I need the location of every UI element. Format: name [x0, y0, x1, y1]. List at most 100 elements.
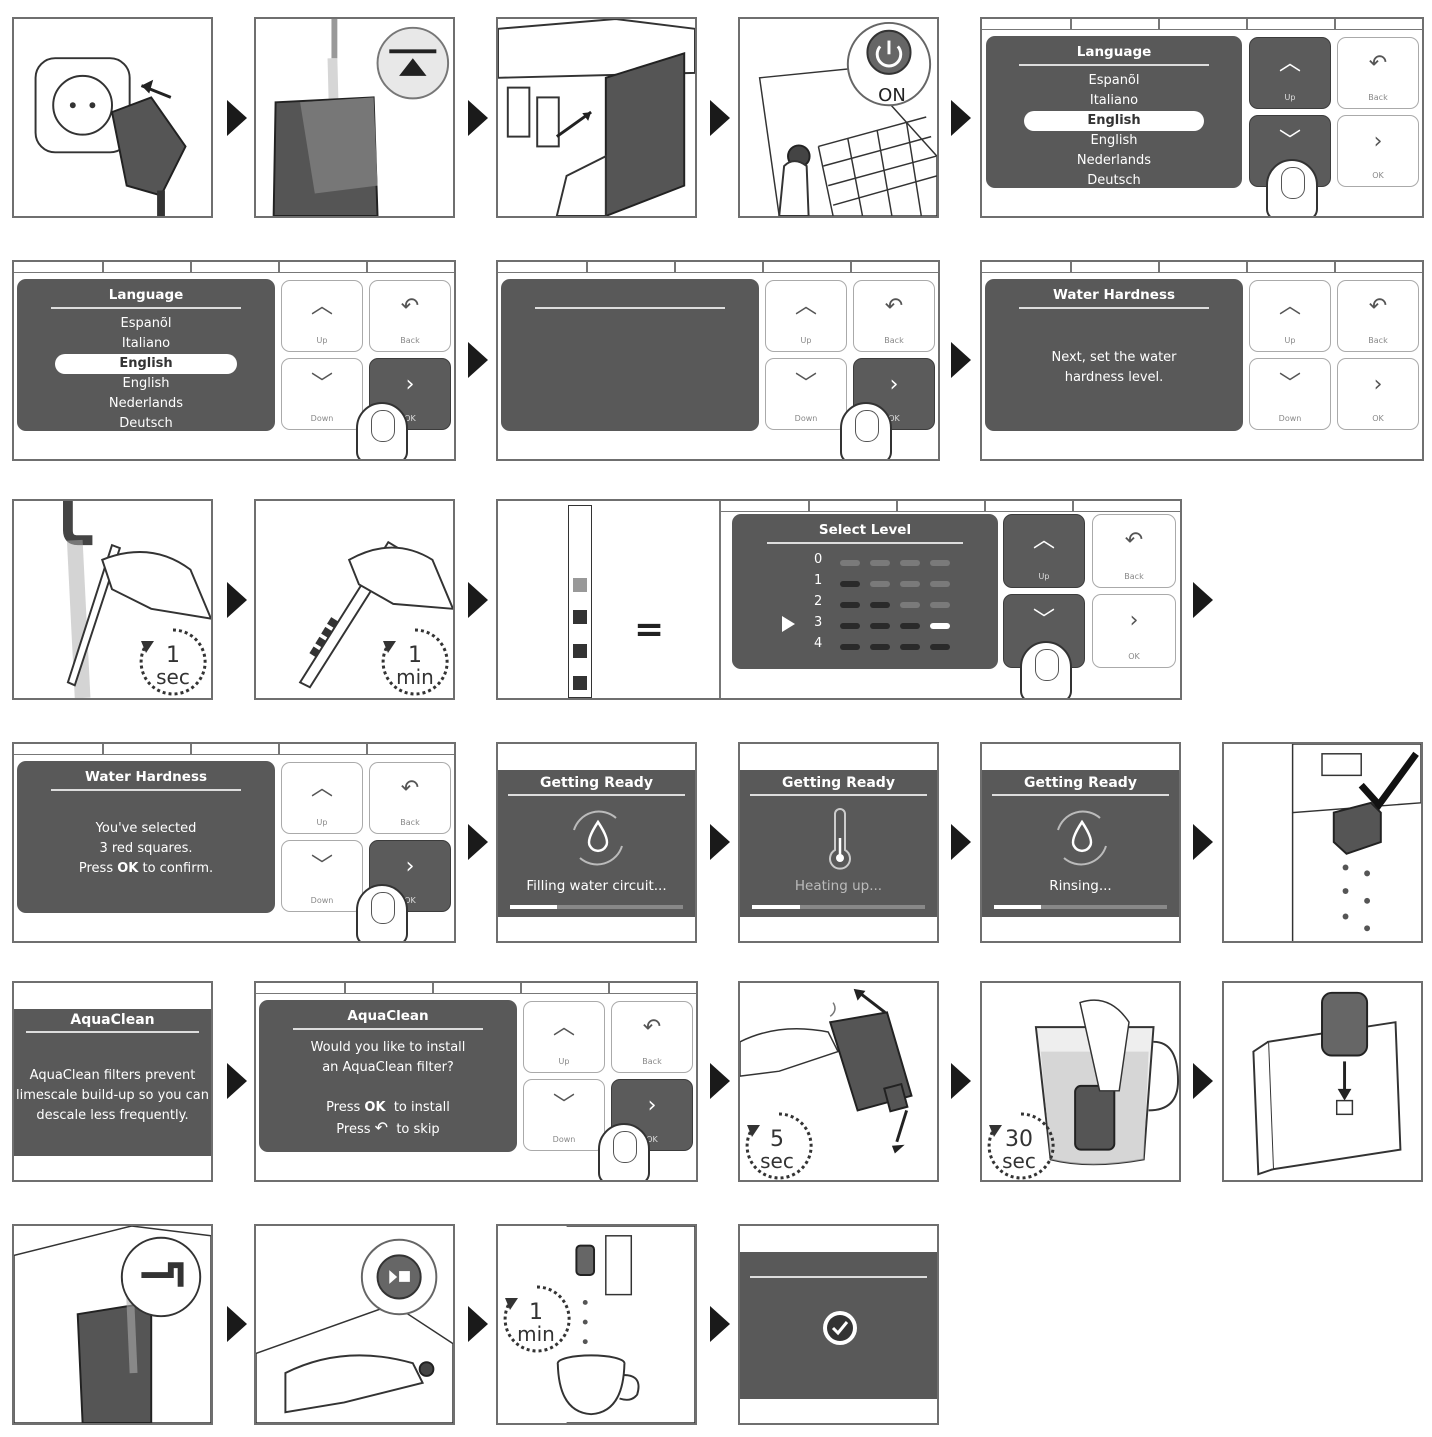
step-arrow [227, 100, 247, 136]
step-insert-tank [496, 17, 697, 218]
timer-icon [139, 628, 207, 696]
aquaclean-ask-screen: AquaClean Would you like to install an A… [259, 1000, 517, 1152]
getting-ready-screen: Getting Ready Filling water circuit... [498, 770, 695, 917]
back-button[interactable]: ↶Back [369, 280, 451, 352]
level-number[interactable]: 4 [814, 636, 823, 651]
down-button[interactable]: ﹀Down [765, 358, 847, 430]
language-item[interactable]: Nederlands [1076, 153, 1152, 168]
up-button[interactable]: ︿Up [1249, 280, 1331, 352]
level-square [900, 581, 920, 587]
divider-line [719, 501, 721, 698]
back-arrow-icon: ↶ [374, 1118, 389, 1137]
step-fill-tank [254, 17, 455, 218]
level-square [870, 560, 890, 566]
chevron-right-icon: › [1129, 608, 1139, 633]
step-arrow [1193, 824, 1213, 860]
back-button[interactable]: ↶Back [853, 280, 935, 352]
screen-tabs [14, 744, 454, 755]
water-tank-illustration [272, 19, 450, 216]
step-arrow [1193, 582, 1213, 618]
step-getting-ready-heating: Getting Ready Heating up... [738, 742, 939, 943]
chevron-down-icon: ﹀ [794, 372, 817, 397]
finger-pressing [356, 402, 408, 459]
down-button[interactable]: ﹀Down [281, 840, 363, 912]
chevron-right-icon: › [405, 854, 415, 879]
language-item[interactable]: Italiano [121, 336, 171, 351]
step-refill-tank [12, 1224, 213, 1425]
up-button[interactable]: ︿Up [281, 280, 363, 352]
language-item[interactable]: Espanõl [120, 316, 172, 331]
chevron-right-icon: › [647, 1093, 657, 1118]
language-item[interactable]: English [1090, 133, 1138, 148]
finger-pressing [598, 1123, 650, 1180]
chevron-down-icon: ﹀ [1278, 129, 1301, 154]
language-item[interactable]: Deutsch [119, 416, 173, 431]
up-button[interactable]: ︿Up [1003, 514, 1085, 588]
step-arrow [710, 824, 730, 860]
water-drop-icon [1057, 810, 1107, 866]
up-button[interactable]: ︿Up [281, 762, 363, 834]
water-drop-icon [573, 810, 623, 866]
down-button[interactable]: ﹀Down [523, 1079, 605, 1151]
level-number[interactable]: 1 [814, 573, 823, 588]
level-number[interactable]: 0 [814, 552, 823, 567]
language-list: Espanõl Italiano English English Nederla… [990, 71, 1238, 191]
strip-hand-illustration [298, 540, 453, 689]
up-button[interactable]: ︿Up [765, 280, 847, 352]
step-arrow [710, 1063, 730, 1099]
screen-message: Would you like to install an AquaClean f… [310, 1040, 466, 1137]
level-square [900, 644, 920, 650]
chevron-right-icon: › [405, 372, 415, 397]
thermometer-icon [829, 808, 851, 870]
language-item[interactable]: Nederlands [108, 396, 184, 411]
back-button[interactable]: ↶Back [1337, 37, 1419, 109]
screen-message: AquaClean filters prevent limescale buil… [15, 1068, 210, 1123]
back-button[interactable]: ↶Back [1337, 280, 1419, 352]
step-power-on: ON [738, 17, 939, 218]
ok-button[interactable]: ›OK [1337, 115, 1419, 187]
language-item-selected[interactable]: English [55, 354, 237, 374]
getting-ready-screen: Getting Ready Rinsing... [982, 770, 1179, 917]
finger-pressing [840, 402, 892, 459]
level-number[interactable]: 2 [814, 594, 823, 609]
press-button-illustration [256, 1238, 453, 1423]
progress-bar [510, 905, 683, 909]
step-arrow [227, 1063, 247, 1099]
back-button[interactable]: ↶Back [611, 1001, 693, 1073]
language-screen: Language Espanõl Italiano English Englis… [986, 36, 1242, 188]
back-button[interactable]: ↶Back [1092, 514, 1176, 588]
up-button[interactable]: ︿Up [1249, 37, 1331, 109]
back-arrow-icon: ↶ [884, 294, 904, 319]
step-aquaclean-ask: AquaClean Would you like to install an A… [254, 981, 698, 1182]
language-item-selected[interactable]: English [1024, 111, 1204, 131]
screen-title: Language [108, 287, 184, 303]
language-item[interactable]: Italiano [1089, 93, 1139, 108]
level-number[interactable]: 3 [814, 615, 823, 630]
ok-button[interactable]: ›OK [1337, 358, 1419, 430]
screen-tabs [982, 262, 1422, 273]
up-button[interactable]: ︿Up [523, 1001, 605, 1073]
language-item[interactable]: Espanõl [1088, 73, 1140, 88]
progress-bar [994, 905, 1167, 909]
ok-button[interactable]: ›OK [1092, 594, 1176, 668]
filter-shake-illustration [740, 988, 913, 1154]
power-on-label: ON [878, 85, 906, 106]
language-screen: Language Espanõl Italiano English Englis… [17, 279, 275, 431]
step-confirm-hardness: Water Hardness You've selected 3 red squ… [12, 742, 456, 943]
down-button[interactable]: ﹀Down [1249, 358, 1331, 430]
level-square [930, 644, 950, 650]
down-button[interactable]: ﹀Down [281, 358, 363, 430]
timer-label: 5 sec [760, 1127, 794, 1173]
level-square [930, 602, 950, 608]
level-square [900, 602, 920, 608]
step-arrow [951, 342, 971, 378]
step-arrow [951, 1063, 971, 1099]
back-arrow-icon: ↶ [400, 294, 420, 319]
back-arrow-icon: ↶ [1368, 294, 1388, 319]
back-button[interactable]: ↶Back [369, 762, 451, 834]
down-button[interactable]: ﹀Down [1249, 115, 1331, 187]
level-square [900, 623, 920, 629]
language-item[interactable]: English [122, 376, 170, 391]
aquaclean-info-screen: AquaClean AquaClean filters prevent lime… [14, 1009, 211, 1156]
language-item[interactable]: Deutsch [1087, 173, 1141, 188]
